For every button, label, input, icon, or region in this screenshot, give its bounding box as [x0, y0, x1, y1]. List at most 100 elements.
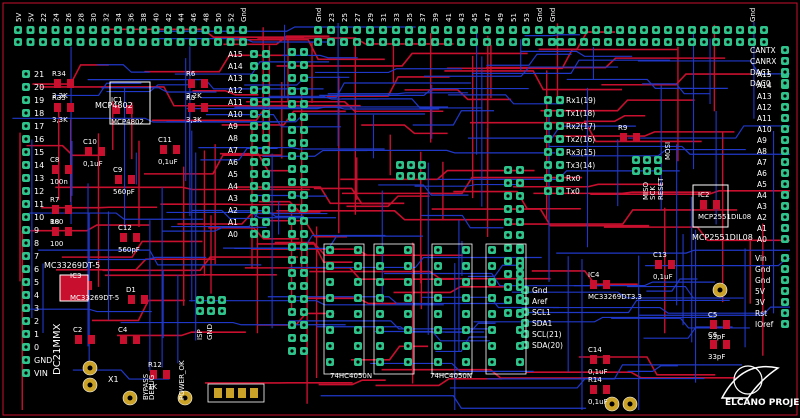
header-top-right-label: 25: [341, 13, 349, 22]
pad-hole: [381, 28, 385, 32]
pad-hole: [24, 176, 28, 180]
comm-pin-label: Rx0: [566, 174, 581, 183]
pad-hole: [618, 28, 622, 32]
power-pin-label: Rst: [755, 309, 767, 318]
trace-bottom: [201, 82, 472, 99]
pad-hole: [726, 28, 730, 32]
pad-hole: [264, 232, 268, 236]
header-top-left-label: 5V: [15, 13, 23, 22]
component-ref: IC1: [111, 96, 122, 104]
pad-hole: [783, 182, 787, 186]
brand-text: ELCANO PROJECT: [725, 398, 800, 408]
left-pin-label: 14: [34, 161, 44, 170]
component-value: MCP4802: [111, 118, 144, 126]
header-top-right-label: 29: [367, 13, 375, 22]
header-top-left-label: 30: [90, 13, 98, 22]
component-ref: R35: [52, 94, 66, 102]
pad-hole: [783, 105, 787, 109]
pad-hole: [378, 312, 382, 316]
pad-hole: [666, 28, 670, 32]
left-pin-label: 13: [34, 174, 44, 183]
pad-hole: [24, 124, 28, 128]
smd-pad: [710, 320, 717, 329]
smd-pad: [700, 200, 707, 209]
trace-top: [531, 270, 638, 285]
component-ref: C11: [158, 136, 172, 144]
pad-hole: [329, 28, 333, 32]
pad-hole: [24, 332, 28, 336]
pad-hole: [506, 272, 510, 276]
ic3-body: [59, 274, 89, 302]
pad-hole: [490, 312, 494, 316]
component-ref: R6: [186, 70, 196, 78]
analog-right-label: A7: [757, 158, 767, 167]
component-value: 560pF: [118, 246, 140, 254]
trace-top: [346, 195, 430, 208]
trace-bottom: [639, 306, 790, 316]
pad-hole: [355, 40, 359, 44]
pad-hole: [750, 40, 754, 44]
pad-hole: [490, 296, 494, 300]
pad-hole: [506, 181, 510, 185]
pad-hole: [436, 264, 440, 268]
pad-hole: [642, 40, 646, 44]
smd-pad: [620, 133, 627, 142]
pad-hole: [328, 280, 332, 284]
pad-hole: [209, 298, 213, 302]
ic3-label: MC33269DT-5: [44, 261, 100, 270]
header-top-right-label: 27: [354, 13, 362, 22]
pad-hole: [582, 40, 586, 44]
pad-hole: [783, 300, 787, 304]
ic1-body: [109, 81, 151, 125]
pad-hole: [24, 228, 28, 232]
pad-hole: [558, 137, 562, 141]
pad-hole: [290, 50, 294, 54]
pad-hole: [690, 40, 694, 44]
component-value: 3,3K: [52, 116, 68, 124]
pad-hole: [406, 296, 410, 300]
pad-hole: [783, 48, 787, 52]
pad-hole: [24, 358, 28, 362]
pad-hole: [24, 345, 28, 349]
smd-pad: [713, 200, 720, 209]
pad-hole: [378, 328, 382, 332]
pad-hole: [783, 256, 787, 260]
analog-right-label: A6: [757, 169, 767, 178]
ic-74hc-label-1: 74HC4050N: [330, 372, 372, 380]
pad-hole: [220, 309, 224, 313]
trace-bottom: [257, 194, 328, 197]
pad-hole: [166, 28, 170, 32]
trace-top: [513, 183, 664, 188]
trace-top: [91, 299, 185, 322]
smd-pad: [126, 105, 133, 114]
pad-hole: [290, 128, 294, 132]
pad-hole: [252, 220, 256, 224]
header-top-left-label: Gnd: [240, 8, 248, 22]
pad-hole: [252, 232, 256, 236]
trace-bottom: [627, 365, 678, 372]
pad-hole: [252, 88, 256, 92]
header-top-right-label: 51: [510, 13, 518, 22]
analog-right-label: A1: [757, 224, 767, 233]
connector-reset-label: RESET: [657, 177, 665, 200]
header-top-right-label: 49: [497, 13, 505, 22]
pad-hole: [436, 248, 440, 252]
pad-hole: [558, 163, 562, 167]
test-point-hole: [127, 395, 133, 401]
pad-hole: [329, 40, 333, 44]
left-pin-label: 6: [34, 265, 39, 274]
analog-left-label: A11: [228, 98, 243, 107]
trace-bottom: [374, 330, 490, 342]
pad-hole: [518, 360, 522, 364]
trace-bottom: [486, 364, 742, 380]
analog-left-label: A2: [228, 206, 238, 215]
pad-hole: [264, 136, 268, 140]
trace-bottom: [101, 87, 217, 93]
trace-bottom: [444, 322, 496, 333]
pad-hole: [485, 28, 489, 32]
pad-hole: [198, 298, 202, 302]
pad-hole: [264, 76, 268, 80]
pad-hole: [302, 63, 306, 67]
header-gnd-label: Gnd: [749, 8, 757, 22]
pad-hole: [290, 232, 294, 236]
